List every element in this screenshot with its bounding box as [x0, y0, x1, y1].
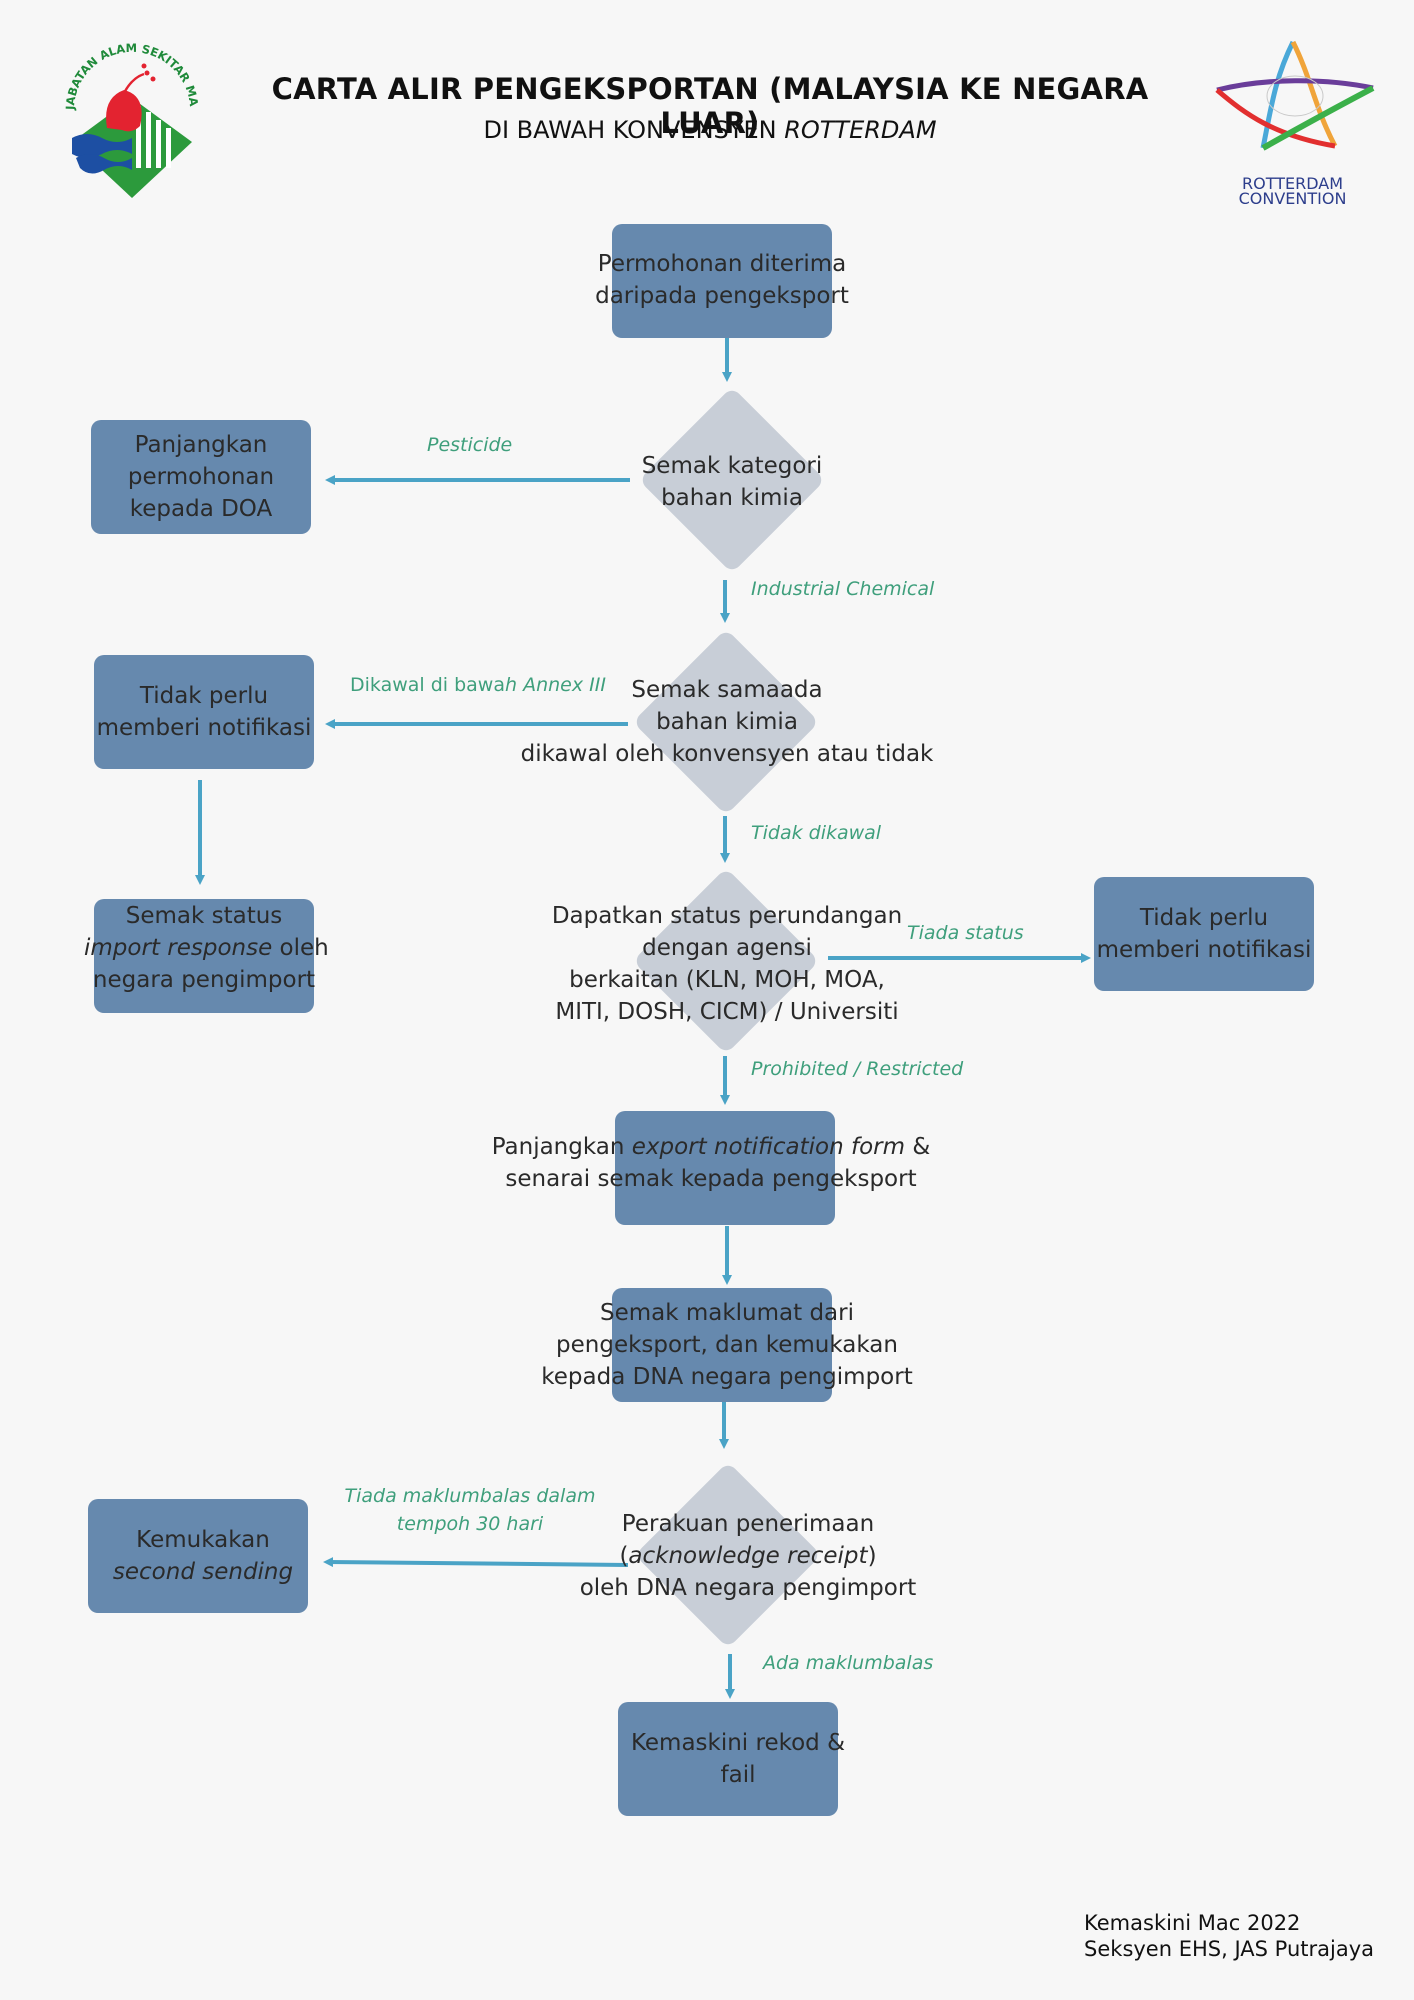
- rotterdam-logo: [1215, 40, 1375, 151]
- edge-label-annex: Dikawal di bawah Annex III: [350, 674, 606, 696]
- page-title: CARTA ALIR PENGEKSPORTAN (MALAYSIA KE NE…: [271, 72, 1149, 140]
- arrow-no-feedback: [323, 1557, 629, 1568]
- node-import-response-text: Semak status import response oleh negara…: [84, 903, 329, 993]
- node-acknowledge-text: Perakuan penerimaan (acknowledge receipt…: [579, 1511, 917, 1601]
- edge-label-no-feedback: Tiada maklumbalas dalam tempoh 30 hari: [344, 1485, 596, 1535]
- node-start-box: [612, 224, 832, 338]
- node-second-sending-box: [88, 1499, 308, 1613]
- footer-note: Kemaskini Mac 2022 Seksyen EHS, JAS Putr…: [1084, 1911, 1374, 1961]
- node-no-notify-right-text: Tidak perlu memberi notifikasi: [1096, 905, 1312, 963]
- rotterdam-logo-text: ROTTERDAM CONVENTION: [1238, 174, 1347, 208]
- node-start-text: Permohonan diterima daripada pengeksport: [595, 251, 849, 309]
- edge-label-tidak-dikawal: Tidak dikawal: [751, 822, 882, 844]
- node-no-notify-left-text: Tidak perlu memberi notifikasi: [96, 683, 312, 741]
- node-doa-text: Panjangkan permohonan kepada DOA: [127, 432, 275, 522]
- node-check-info-text: Semak maklumat dari pengeksport, dan kem…: [541, 1300, 913, 1390]
- node-get-status-text: Dapatkan status perundangan dengan agens…: [551, 903, 903, 1025]
- jas-logo: JABATAN ALAM SEKITAR MALAYSIA: [52, 38, 201, 198]
- node-second-sending-text: Kemukakan second sending: [112, 1527, 294, 1585]
- edge-label-tiada-status: Tiada status: [907, 922, 1024, 944]
- node-doa-box: [91, 420, 311, 534]
- node-check-category-text: Semak kategori bahan kimia: [641, 453, 823, 511]
- edge-label-ada-maklumbalas: Ada maklumbalas: [763, 1652, 934, 1674]
- edge-label-pesticide: Pesticide: [427, 434, 513, 456]
- node-import-response-box: [94, 899, 314, 1013]
- edge-label-industrial: Industrial Chemical: [751, 578, 935, 600]
- node-no-notify-right-box: [1094, 877, 1314, 991]
- node-update-text: Kemaskini rekod & fail: [630, 1730, 846, 1788]
- node-check-info-box: [612, 1288, 832, 1402]
- node-export-form-text: Panjangkan export notification form & se…: [491, 1134, 931, 1192]
- node-no-notify-left-box: [94, 655, 314, 769]
- node-export-form-box: [615, 1111, 835, 1225]
- page-subtitle: DI BAWAH KONVENSYEN ROTTERDAM: [483, 116, 937, 144]
- node-update-box: [618, 1702, 838, 1816]
- node-check-controlled-text: Semak samaada bahan kimia dikawal oleh k…: [520, 677, 934, 767]
- edge-label-prohibited: Prohibited / Restricted: [751, 1058, 964, 1080]
